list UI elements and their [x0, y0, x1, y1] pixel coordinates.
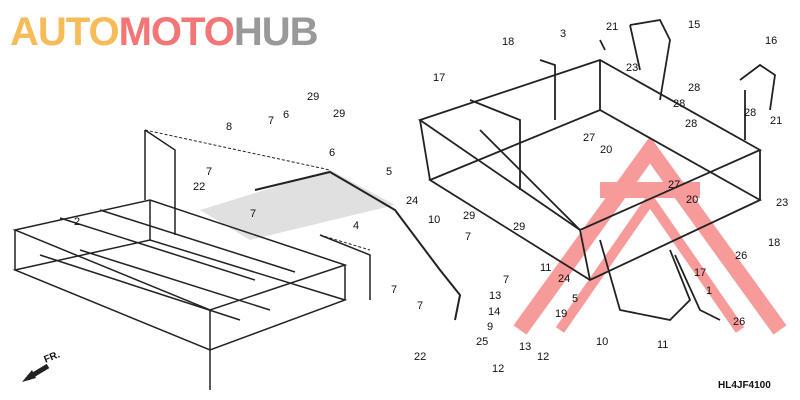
watermark-text: HUB — [233, 10, 319, 54]
part-label-27[interactable]: 27 — [668, 179, 681, 191]
skid-plate — [200, 170, 395, 240]
part-label-17[interactable]: 17 — [694, 267, 707, 279]
part-label-19[interactable]: 19 — [555, 308, 568, 320]
part-label-1[interactable]: 1 — [706, 285, 713, 297]
part-label-12[interactable]: 12 — [492, 363, 505, 375]
part-label-8[interactable]: 8 — [226, 121, 233, 133]
part-label-7[interactable]: 7 — [417, 300, 424, 312]
part-label-29[interactable]: 29 — [463, 210, 476, 222]
part-label-11[interactable]: 11 — [657, 339, 669, 351]
part-label-10[interactable]: 10 — [428, 214, 441, 226]
part-label-4[interactable]: 4 — [353, 220, 360, 232]
part-label-7[interactable]: 7 — [268, 115, 275, 127]
part-label-28[interactable]: 28 — [673, 98, 686, 110]
part-label-18[interactable]: 18 — [768, 237, 781, 249]
diagram-code: HL4JF4100 — [718, 380, 771, 391]
part-label-28[interactable]: 28 — [744, 107, 757, 119]
part-label-22[interactable]: 22 — [414, 351, 427, 363]
part-label-28[interactable]: 28 — [685, 118, 698, 130]
part-label-7[interactable]: 7 — [391, 284, 398, 296]
part-label-23[interactable]: 23 — [626, 62, 639, 74]
part-label-10[interactable]: 10 — [596, 336, 609, 348]
part-label-3[interactable]: 3 — [560, 28, 567, 40]
part-label-25[interactable]: 25 — [476, 336, 489, 348]
part-label-13[interactable]: 13 — [489, 290, 502, 302]
part-label-11[interactable]: 11 — [540, 262, 552, 274]
part-label-13[interactable]: 13 — [519, 341, 532, 353]
front-arrow-head-icon — [22, 370, 36, 382]
part-label-2[interactable]: 2 — [74, 216, 81, 228]
part-label-20[interactable]: 20 — [600, 144, 613, 156]
part-label-15[interactable]: 15 — [688, 19, 701, 31]
part-label-14[interactable]: 14 — [488, 306, 501, 318]
watermark-triangle — [513, 136, 787, 335]
part-label-6[interactable]: 6 — [283, 109, 290, 121]
part-label-29[interactable]: 29 — [333, 108, 346, 120]
watermark-text: MOTO — [118, 10, 235, 54]
part-label-21[interactable]: 21 — [770, 115, 783, 127]
part-label-7[interactable]: 7 — [503, 274, 510, 286]
part-label-24[interactable]: 24 — [406, 195, 419, 207]
part-label-27[interactable]: 27 — [583, 132, 596, 144]
part-label-28[interactable]: 28 — [688, 82, 701, 94]
watermark-text: AUTO — [10, 10, 120, 54]
part-label-12[interactable]: 12 — [537, 351, 550, 363]
part-label-24[interactable]: 24 — [558, 273, 571, 285]
part-label-18[interactable]: 18 — [502, 36, 515, 48]
part-label-17[interactable]: 17 — [433, 72, 446, 84]
part-label-20[interactable]: 20 — [686, 194, 699, 206]
part-label-5[interactable]: 5 — [386, 166, 393, 178]
lower-frame — [12, 129, 371, 390]
part-label-9[interactable]: 9 — [487, 321, 494, 333]
part-label-26[interactable]: 26 — [735, 250, 748, 262]
part-label-29[interactable]: 29 — [307, 91, 320, 103]
part-label-7[interactable]: 7 — [206, 166, 213, 178]
part-label-22[interactable]: 22 — [193, 181, 206, 193]
part-label-7[interactable]: 7 — [465, 231, 472, 243]
upper-frame — [418, 19, 776, 321]
part-label-21[interactable]: 21 — [606, 21, 619, 33]
part-label-29[interactable]: 29 — [513, 221, 526, 233]
part-label-6[interactable]: 6 — [329, 147, 336, 159]
rod — [254, 170, 462, 321]
part-label-23[interactable]: 23 — [776, 197, 789, 209]
watermark: AUTOMOTOHUB — [10, 10, 319, 54]
part-label-16[interactable]: 16 — [765, 35, 778, 47]
part-label-5[interactable]: 5 — [572, 293, 579, 305]
part-label-26[interactable]: 26 — [733, 316, 746, 328]
part-label-7[interactable]: 7 — [250, 208, 257, 220]
